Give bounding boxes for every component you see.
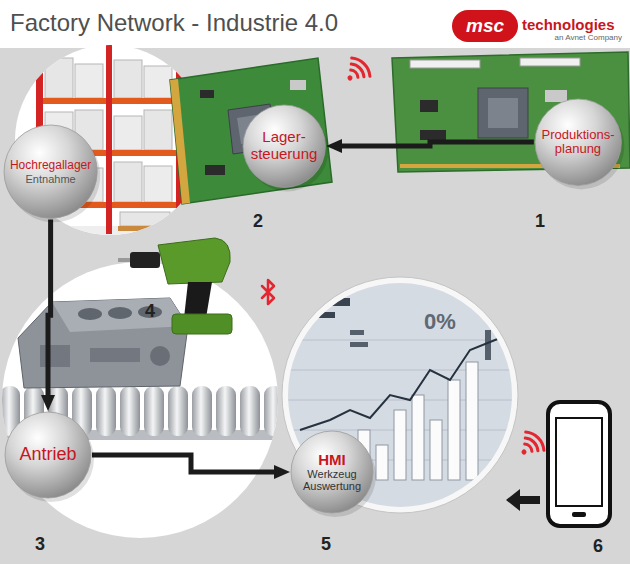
flow-arrow — [92, 455, 282, 472]
sphere-node: HMIWerkzeug Auswertung — [290, 430, 374, 514]
callout-number: 4 — [145, 302, 155, 322]
callout-number: 3 — [35, 535, 45, 555]
flow-arrow — [48, 220, 51, 403]
sphere-body — [5, 412, 91, 498]
drill-illustration — [118, 238, 232, 334]
flow-arrow — [506, 489, 540, 511]
wifi-symbol — [339, 55, 373, 89]
logo-badge — [452, 10, 518, 42]
sphere-body — [291, 431, 373, 513]
callout-number: 5 — [321, 535, 331, 555]
wifi-symbol — [513, 429, 547, 463]
node-text: Hochregallager — [10, 159, 91, 172]
node-text: Antrieb — [19, 445, 76, 465]
node-text: Produktions- planung — [541, 128, 614, 157]
sphere-node: Lager- steuerung — [242, 104, 326, 188]
diagram-title: Factory Network - Industrie 4.0 — [10, 10, 338, 36]
flow-arrow — [334, 142, 534, 146]
smartphone-illustration — [548, 402, 610, 526]
conveyor-illustration — [0, 262, 284, 538]
node-text: HMI — [318, 452, 346, 469]
background-panel — [0, 48, 630, 564]
callout-number: 1 — [535, 212, 545, 232]
chart-value: 0% — [424, 310, 456, 334]
chart-illustration — [282, 277, 518, 513]
node-text: Lager- steuerung — [251, 129, 318, 162]
sphere-body — [4, 125, 97, 218]
logo-text: technologies — [522, 17, 615, 34]
bluetooth-symbol — [262, 280, 274, 304]
logo-subtext: an Avnet Company — [555, 34, 622, 43]
logo-text: msc — [466, 16, 504, 37]
node-text: Werkzeug Auswertung — [303, 468, 361, 492]
node-text: Entnahme — [26, 173, 76, 185]
callout-number: 6 — [593, 537, 603, 557]
header-band — [0, 0, 630, 48]
sphere-node: Produktions- planung — [534, 98, 622, 186]
sphere-node: Antrieb — [4, 411, 92, 499]
callout-number: 2 — [253, 212, 263, 232]
circuit-board-2 — [170, 58, 332, 204]
sphere-body — [243, 105, 325, 187]
sphere-body — [535, 99, 621, 185]
sphere-node: HochregallagerEntnahme — [3, 124, 98, 219]
